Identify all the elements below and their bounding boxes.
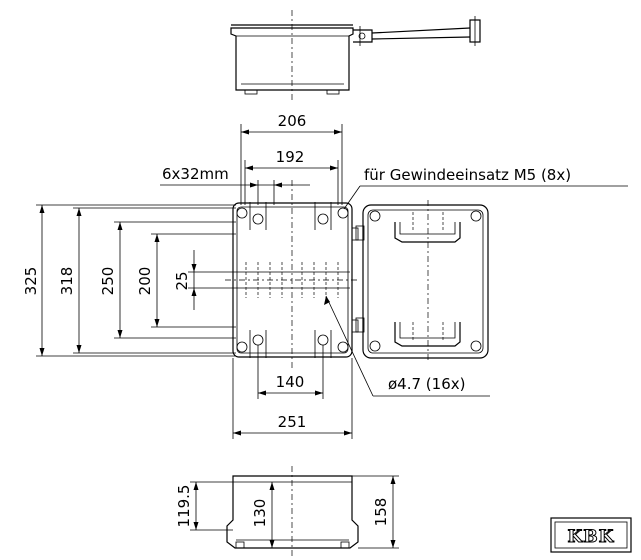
hole-diameter-note: ø4.7 (16x) xyxy=(388,375,465,393)
dimension-25: 25 xyxy=(173,250,236,310)
label-206: 206 xyxy=(278,112,307,130)
label-250: 250 xyxy=(99,267,117,296)
dimension-158: 158 xyxy=(352,475,399,549)
dimension-119-5: 119.5 xyxy=(175,481,233,531)
thread-insert-note: für Gewindeeinsatz M5 (8x) xyxy=(364,166,571,184)
kbk-logo: KBK xyxy=(550,517,632,553)
top-elevation-view xyxy=(230,10,481,100)
dimension-192: 192 xyxy=(244,148,339,205)
dimension-251: 251 xyxy=(232,358,353,439)
label-6x32mm: 6x32mm xyxy=(162,165,229,183)
label-318: 318 xyxy=(58,267,76,296)
label-200: 200 xyxy=(136,267,154,296)
dimension-200: 200 xyxy=(136,233,236,328)
label-25: 25 xyxy=(173,271,191,290)
label-251: 251 xyxy=(278,413,307,431)
dimension-250: 250 xyxy=(99,221,236,339)
label-130: 130 xyxy=(251,499,269,528)
label-325: 325 xyxy=(22,267,40,296)
dimension-318: 318 xyxy=(58,207,236,354)
dimension-140: 140 xyxy=(257,345,324,399)
knockout-rows xyxy=(236,262,350,298)
logo-text: KBK xyxy=(568,527,615,547)
dimension-325: 325 xyxy=(22,204,236,357)
label-119-5: 119.5 xyxy=(175,485,193,528)
box-plan-view xyxy=(225,180,360,370)
dimension-206: 206 xyxy=(240,112,343,205)
label-192: 192 xyxy=(276,148,305,166)
side-elevation-view xyxy=(226,466,359,558)
thread-insert-callout: für Gewindeeinsatz M5 (8x) xyxy=(343,166,628,210)
dimension-6x32mm: 6x32mm xyxy=(160,165,310,205)
label-140: 140 xyxy=(276,373,305,391)
hole-diameter-callout: ø4.7 (16x) xyxy=(324,295,490,397)
dimension-130: 130 xyxy=(251,482,275,548)
lid-plan-view xyxy=(355,200,489,362)
label-158: 158 xyxy=(372,498,390,527)
